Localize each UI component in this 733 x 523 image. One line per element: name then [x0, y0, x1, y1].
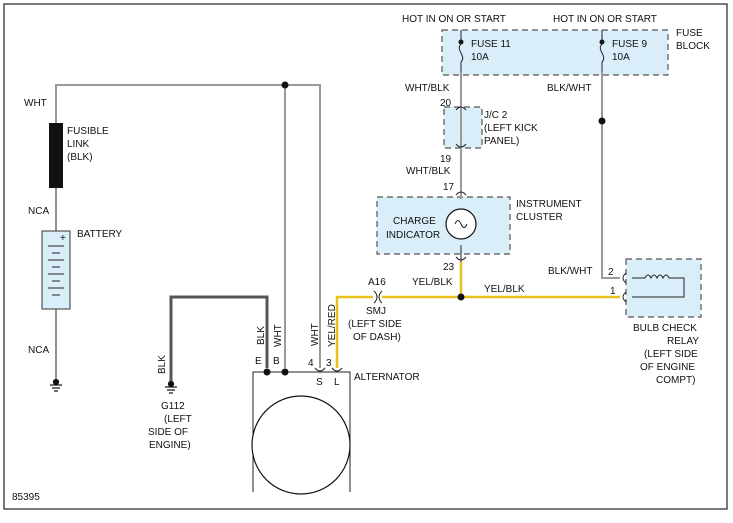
- connector-a16: A16: [368, 277, 386, 288]
- g112-ground-icon: [165, 380, 177, 394]
- fusible-link-label-2: LINK: [67, 139, 90, 150]
- splice-dot-blkwht: [598, 117, 606, 125]
- wire-color-yel-blk-1: YEL/BLK: [412, 277, 453, 288]
- alternator-label: ALTERNATOR: [354, 372, 420, 383]
- relay-label-3: (LEFT SIDE: [644, 349, 698, 360]
- blk-ground-wire: [169, 295, 269, 382]
- battery-plus-sign: +: [60, 233, 66, 244]
- fusible-link-icon: [49, 123, 63, 188]
- relay-label-5: COMPT): [656, 375, 695, 386]
- terminal-b-dot: [281, 368, 289, 376]
- fusible-link-label-3: (BLK): [67, 152, 93, 163]
- terminal-e-label: E: [255, 356, 262, 367]
- pin-17: 17: [443, 182, 455, 193]
- wire-color-yel-red: YEL/RED: [327, 304, 338, 347]
- pin-19: 19: [440, 154, 452, 165]
- battery-ground-icon: [50, 378, 62, 392]
- hot-label-right: HOT IN ON OR START: [553, 14, 657, 25]
- g112-label-4: ENGINE): [149, 440, 191, 451]
- yel-red-wire: [335, 295, 373, 368]
- fuse11-icon: [458, 30, 464, 72]
- smj-connector-icon: [373, 290, 383, 304]
- wire-color-wht-top: WHT: [24, 98, 47, 109]
- terminal-s-label: S: [316, 377, 323, 388]
- wire-color-wht-s: WHT: [310, 323, 321, 346]
- instrument-cluster-box: [376, 196, 511, 255]
- bulb-check-relay-box: [625, 258, 702, 318]
- lamp-filament-icon: [454, 220, 468, 228]
- relay-connector-icon: [622, 272, 627, 303]
- fuse-block-label-2: BLOCK: [676, 41, 710, 52]
- wire-color-yel-blk-2: YEL/BLK: [484, 284, 525, 295]
- relay-pin-1: 1: [610, 286, 616, 297]
- cluster-label-1: INSTRUMENT: [516, 199, 582, 210]
- relay-label-1: BULB CHECK: [633, 323, 697, 334]
- battery-plates-icon: [48, 245, 64, 296]
- fuse9-amp: 10A: [612, 52, 630, 63]
- blk-wht-wire: [601, 72, 620, 279]
- wire-color-wht-blk-2: WHT/BLK: [406, 166, 451, 177]
- pin-20: 20: [440, 98, 452, 109]
- diagram-border: [3, 3, 728, 510]
- wht-wire-top: [55, 84, 321, 368]
- g112-label-1: G112: [161, 401, 185, 412]
- battery-label: BATTERY: [77, 229, 123, 240]
- relay-coil-icon: [632, 274, 685, 298]
- g112-label-2: (LEFT: [164, 414, 192, 425]
- fuse11-amp: 10A: [471, 52, 489, 63]
- smj-label-1: SMJ: [366, 306, 386, 317]
- jc-label-3: PANEL): [484, 136, 519, 147]
- wire-color-blk-wht-2: BLK/WHT: [548, 266, 592, 277]
- relay-label-4: OF ENGINE: [640, 362, 695, 373]
- fuse11-name: FUSE 11: [471, 39, 511, 50]
- fusible-link-label-1: FUSIBLE: [67, 126, 109, 137]
- splice-dot-top: [281, 81, 289, 89]
- smj-label-2: (LEFT SIDE: [348, 319, 402, 330]
- junction-connector-box: [443, 106, 483, 149]
- cluster-connector-icon: [455, 191, 467, 261]
- alternator-body: [252, 371, 351, 492]
- figure-number: 85395: [12, 492, 40, 503]
- terminal-e-dot: [263, 368, 271, 376]
- fuse-block-label: FUSE: [676, 28, 703, 39]
- jc-connector-icon: [455, 106, 467, 148]
- jc-label-2: (LEFT KICK: [484, 123, 538, 134]
- terminal-l-label: L: [334, 377, 340, 388]
- pin-4: 4: [308, 358, 314, 369]
- cluster-label-2: CLUSTER: [516, 212, 563, 223]
- pin-3: 3: [326, 358, 332, 369]
- charge-label-1: CHARGE: [393, 216, 436, 227]
- alternator-connector-icon: [314, 367, 343, 372]
- battery-icon: [41, 230, 71, 310]
- fuse9-name: FUSE 9: [612, 39, 647, 50]
- terminal-b-label: B: [273, 356, 280, 367]
- jc-label-1: J/C 2: [484, 110, 508, 121]
- nca-label-2: NCA: [28, 345, 49, 356]
- splice-dot-yel: [457, 293, 465, 301]
- wire-color-blk-wht-1: BLK/WHT: [547, 83, 591, 94]
- wire-color-wht-blk-1: WHT/BLK: [405, 83, 450, 94]
- fuse-block: [441, 29, 669, 76]
- pin-23: 23: [443, 262, 455, 273]
- smj-label-3: OF DASH): [353, 332, 401, 343]
- nca-label-1: NCA: [28, 206, 49, 217]
- hot-label-left: HOT IN ON OR START: [402, 14, 506, 25]
- relay-label-2: RELAY: [667, 336, 699, 347]
- wire-color-blk-e: BLK: [256, 326, 267, 345]
- relay-pin-2: 2: [608, 267, 614, 278]
- wire-color-blk-g112: BLK: [157, 355, 168, 374]
- charge-label-2: INDICATOR: [386, 230, 440, 241]
- fuse9-icon: [599, 30, 605, 72]
- g112-label-3: SIDE OF: [148, 427, 188, 438]
- alternator-rotor-icon: [251, 395, 351, 495]
- wire-color-wht-b: WHT: [273, 324, 284, 347]
